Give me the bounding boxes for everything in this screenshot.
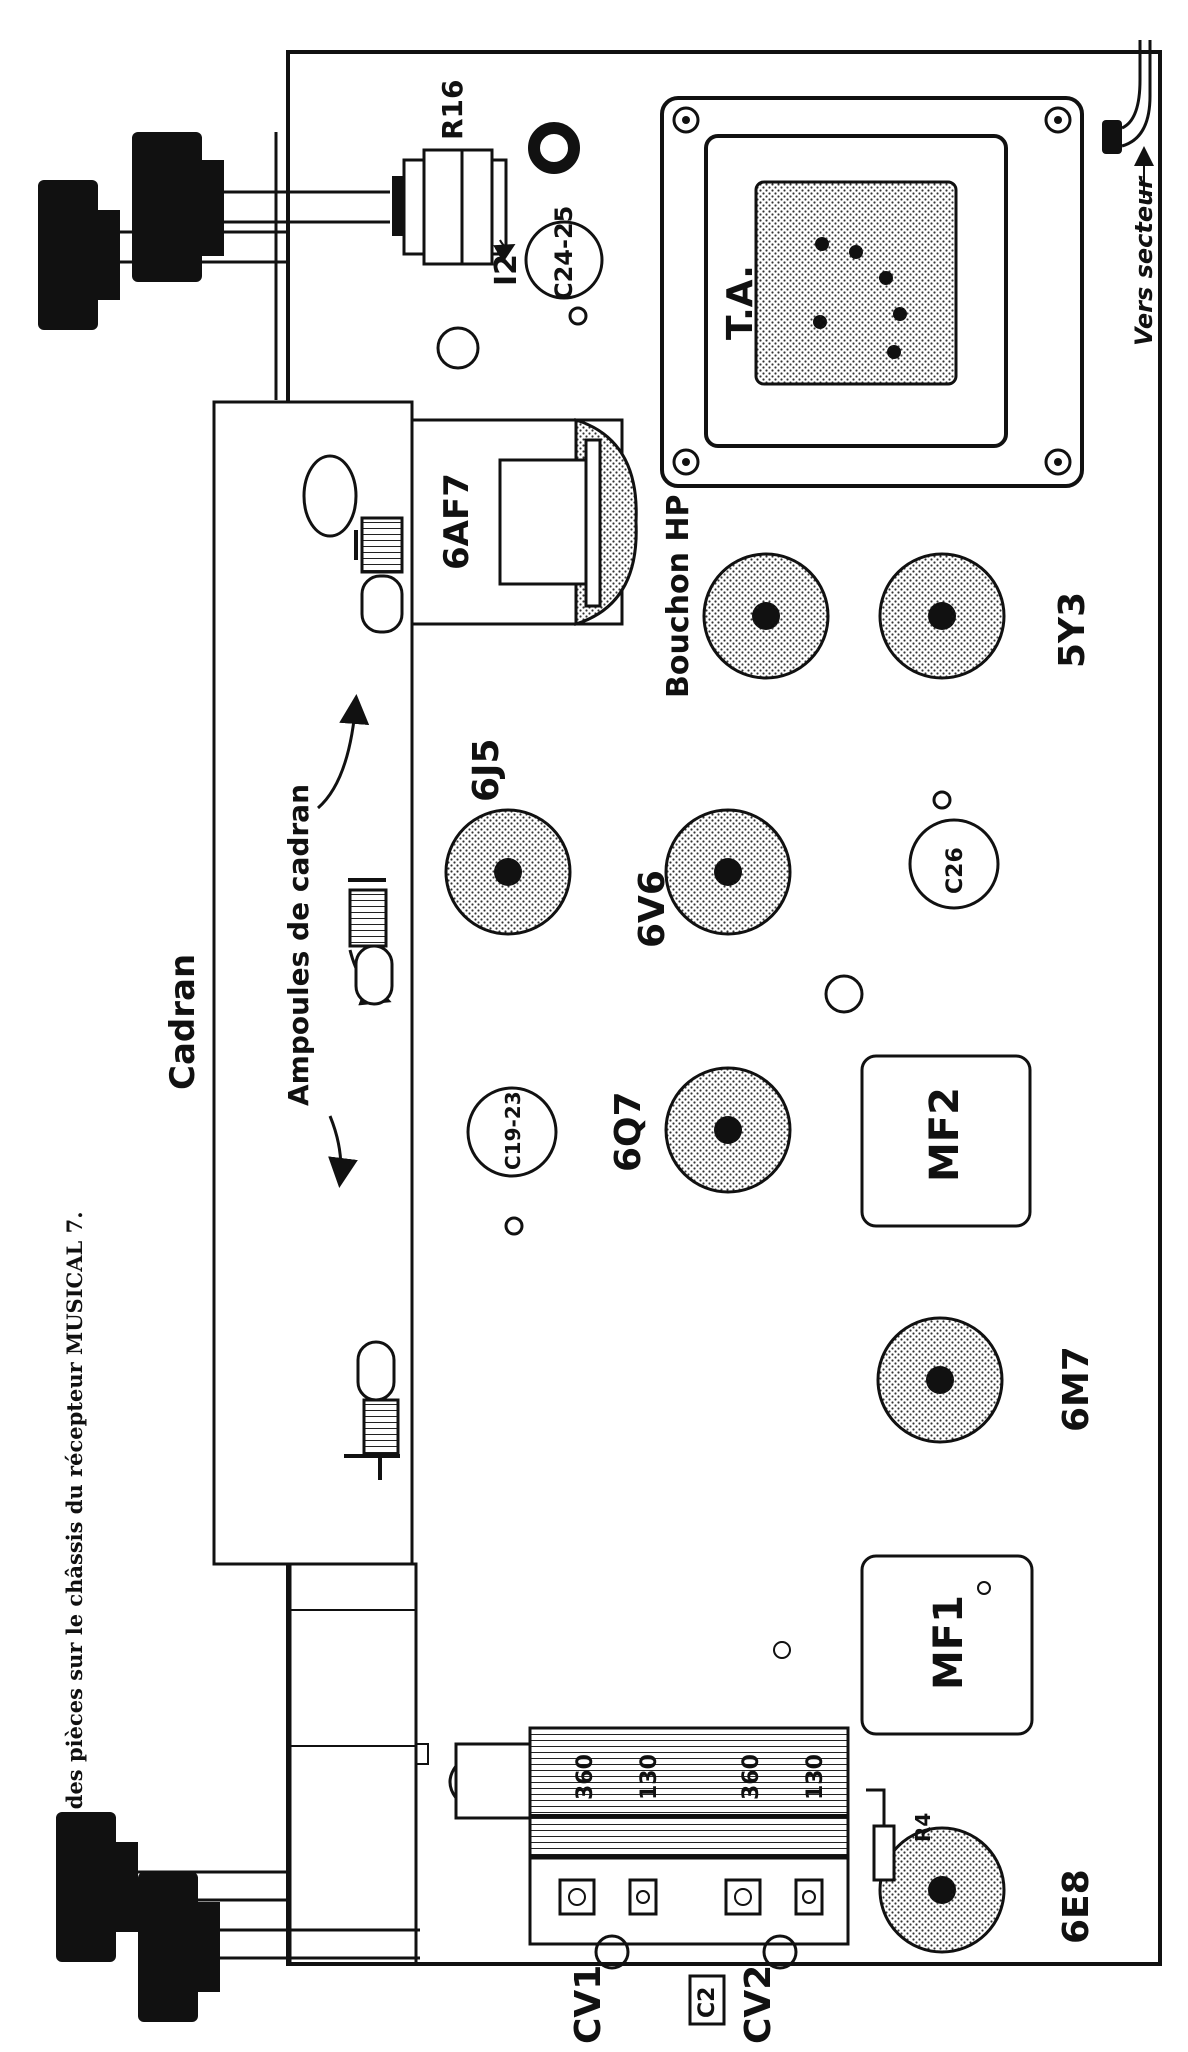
knob-upper-left [38,132,390,400]
6af7-label: 6AF7 [437,473,477,570]
socket-6v6: 6V6 [632,808,792,948]
ampoules-label: Ampoules de cadran [282,784,315,1106]
6j5-label: 6J5 [466,739,507,803]
dial-lamp-middle [348,878,394,1006]
if-transformer-mf2: MF2 [860,1054,1032,1228]
6m7-label: 6M7 [1056,1346,1097,1432]
cv-130-a-label: 130 [637,1754,662,1800]
c19-23-label: C19-23 [501,1091,525,1170]
socket-6m7: 6M7 [876,1316,1097,1444]
vers-secteur-label: Vers secteur [1130,175,1158,346]
r16-potentiometer: R16 [392,79,508,266]
mf1-label: MF1 [926,1595,972,1690]
c24-25-label: C24-25 [550,206,578,300]
if-transformer-mf1: MF1 [860,1554,1034,1736]
cv-360-a-label: 360 [573,1754,598,1800]
6v6-label: 6V6 [632,870,673,948]
variable-capacitor: 360 130 360 130 [448,1641,850,1946]
tube-6af7: 6AF7 [410,417,638,627]
bouchon-hp-label: Bouchon HP [661,495,696,698]
capacitor-c26: C26 [908,818,1000,910]
5y3-label: 5Y3 [1052,592,1093,668]
terminal [879,271,893,285]
r4-resistor: R4 [866,1788,935,1882]
terminal [849,245,863,259]
6e8-label: 6E8 [1056,1869,1097,1944]
socket-bouchon-hp: Bouchon HP [661,495,830,698]
knob-lower-left [56,1812,420,2022]
terminal [893,307,907,321]
hole [436,326,480,370]
socket-6q7: 6Q7 [608,1066,792,1194]
hole [504,1216,524,1236]
cv-360-b-label: 360 [739,1754,764,1800]
socket-6e8: 6E8 [878,1826,1097,1954]
grommet [528,122,580,174]
power-transformer: T.A. [660,96,1084,488]
hole [824,974,864,1014]
hole [568,306,588,326]
dial-lamp-lower [344,1340,400,1480]
hole [932,790,952,810]
cadran-label: Cadran [163,954,203,1090]
r4-label: R4 [911,1813,935,1842]
terminal [887,345,901,359]
hole [594,1934,630,1970]
socket-5y3: 5Y3 [878,552,1093,680]
terminal [813,315,827,329]
r16-label: R16 [436,79,469,140]
capacitor-c24-25: C24-25 [524,206,604,300]
cv-130-b-label: 130 [803,1754,828,1800]
ta-label: T.A. [720,265,761,340]
6q7-label: 6Q7 [608,1091,649,1172]
c26-label: C26 [943,847,968,894]
c2-label: C2 [695,1987,720,2018]
terminal [815,237,829,251]
cv1-label: CV1 [568,1965,609,2044]
mf2-label: MF2 [922,1087,968,1182]
capacitor-c19-23: C19-23 [466,1086,558,1178]
capacitor-c2: C2 [688,1974,726,2026]
dial-panel: Cadran Ampoules de cadran [163,400,429,1966]
cv2-label: CV2 [738,1965,779,2044]
i2-label: I2 [489,254,524,286]
dial-lamp-upper [302,454,404,634]
hole [762,1934,798,1970]
socket-6j5: 6J5 [444,739,572,936]
mains-cord: Vers secteur [1102,40,1158,346]
